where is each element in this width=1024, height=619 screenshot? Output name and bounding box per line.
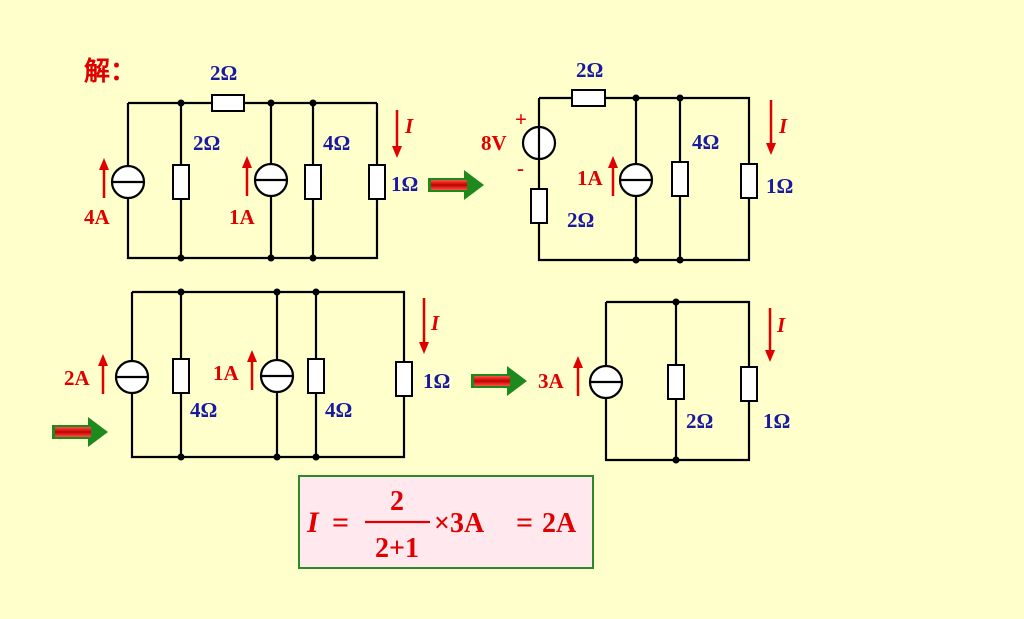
c2-label-src: 1A	[577, 166, 604, 190]
c2-label-plus: +	[515, 107, 527, 131]
formula-result: 2A	[542, 508, 577, 539]
c1-label-r-mid: 2Ω	[193, 131, 220, 155]
c3-resistor-mid	[307, 358, 325, 394]
formula-box	[298, 475, 594, 569]
c3-arrow-up-mid	[247, 350, 257, 390]
c3-resistor-load	[395, 361, 413, 397]
c3-label-src-mid: 1A	[213, 361, 240, 385]
c4-arrow-down-current	[765, 308, 775, 362]
c4-resistor-mid	[667, 364, 685, 400]
c1-label-r-4: 4Ω	[323, 131, 350, 155]
c3-resistor-left	[172, 358, 190, 394]
formula-numerator: 2	[390, 486, 404, 517]
c2-label-r-top: 2Ω	[576, 58, 603, 82]
c3-label-r-mid: 4Ω	[325, 398, 352, 422]
transform-arrow-2	[471, 366, 527, 396]
c3-arrow-up-left	[98, 354, 108, 394]
c3-label-r-left: 4Ω	[190, 398, 217, 422]
c3-label-current: I	[430, 311, 440, 335]
c1-arrow-down-current	[392, 110, 402, 158]
c2-resistor-series	[530, 188, 548, 224]
c4-resistor-load	[740, 366, 758, 402]
c2-resistor-load	[740, 163, 758, 199]
c1-resistor-top	[211, 94, 245, 112]
c4-label-r-mid: 2Ω	[686, 409, 713, 433]
c4-label-r-load: 1Ω	[763, 409, 790, 433]
c1-label-src-mid: 1A	[229, 205, 256, 229]
c2-arrow-down-current	[766, 100, 776, 155]
c1-resistor-2	[172, 164, 190, 200]
c1-arrow-up-left	[99, 158, 109, 198]
c1-resistor-4	[304, 164, 322, 200]
c4-label-current: I	[776, 313, 786, 337]
transform-arrow-1	[428, 170, 484, 200]
c3-label-r-load: 1Ω	[423, 369, 450, 393]
c2-arrow-up-src	[608, 156, 618, 196]
c2-label-r-4: 4Ω	[692, 130, 719, 154]
circuit-4: 3A 2Ω 1Ω I	[538, 298, 790, 464]
formula-times: ×3A	[434, 508, 485, 539]
c1-arrow-up-mid	[242, 156, 252, 196]
c1-label-src-left: 4A	[84, 205, 111, 229]
c2-label-r-load: 1Ω	[766, 174, 793, 198]
c1-resistor-load	[368, 164, 386, 200]
solution-title: 解：	[84, 57, 136, 86]
c2-label-v-src: 8V	[481, 131, 507, 155]
c4-arrow-up-src	[573, 356, 583, 396]
c2-resistor-top	[571, 89, 606, 107]
formula-denominator: 2+1	[375, 533, 419, 564]
formula-lhs: I	[306, 506, 320, 539]
circuit-1: 2Ω 2Ω 4Ω 1Ω 4A 1A I	[84, 61, 418, 262]
c2-label-r-series: 2Ω	[567, 208, 594, 232]
c2-label-current: I	[778, 114, 788, 138]
c2-resistor-4	[671, 161, 689, 197]
c3-arrow-down-current	[419, 298, 429, 354]
c1-label-current: I	[404, 114, 414, 138]
transform-arrow-side	[52, 417, 108, 447]
result-formula: I = 2 2+1 ×3A = 2A	[298, 475, 594, 569]
c1-label-r-top: 2Ω	[210, 61, 237, 85]
formula-eq1: =	[332, 506, 349, 539]
c1-label-r-load: 1Ω	[391, 172, 418, 196]
circuit-3: 2A 4Ω 1A 4Ω 1Ω I	[64, 288, 450, 461]
circuit-2: 2Ω 8V + - 2Ω 1A 4Ω 1Ω I	[481, 58, 793, 264]
c3-label-src-left: 2A	[64, 366, 91, 390]
c4-label-src: 3A	[538, 369, 565, 393]
c2-label-minus: -	[517, 156, 524, 180]
formula-eq2: =	[516, 506, 533, 539]
